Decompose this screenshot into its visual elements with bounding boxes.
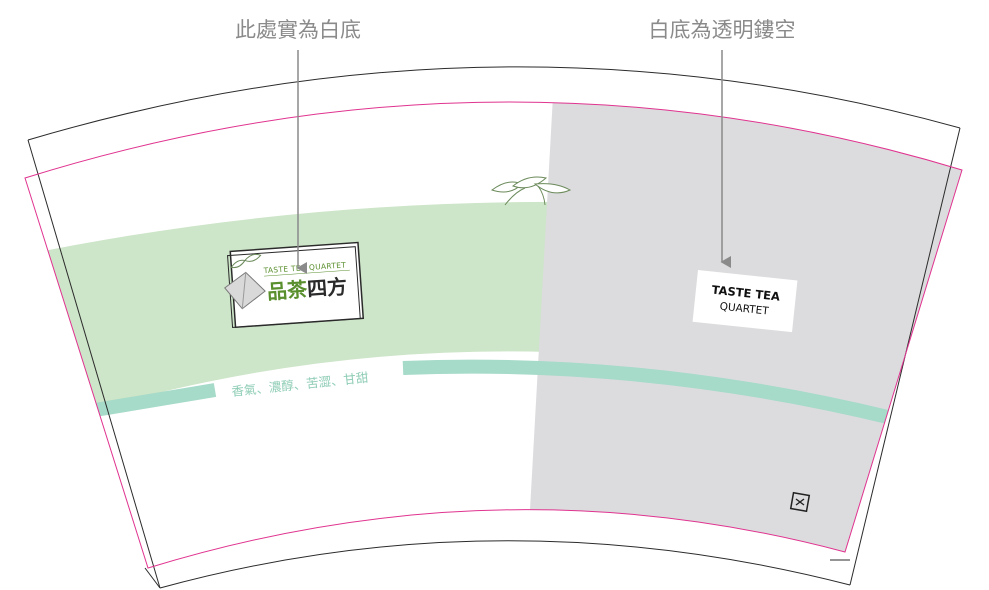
- logo-name: 品茶四方: [266, 274, 347, 304]
- white-label: TASTE TEA QUARTET: [692, 270, 798, 333]
- bleed-line: [24, 101, 963, 569]
- cup-outline-bottom: [159, 540, 851, 589]
- brand-logo: TASTE TEA QUARTET 品茶四方: [224, 241, 365, 329]
- logo-name-part1: 品: [266, 279, 288, 304]
- logo-name-part2: 茶: [286, 277, 309, 302]
- recycle-symbol-icon: [789, 491, 811, 513]
- cup-outline-left: [27, 139, 161, 589]
- teal-stripe-right: [402, 359, 902, 427]
- teal-stripe-left: [93, 383, 217, 417]
- callout-left-text: 此處實為白底: [235, 18, 361, 42]
- logo-name-part3: 四方: [306, 274, 348, 301]
- cup-outline-top: [27, 66, 961, 141]
- tea-leaves-icon: [490, 176, 572, 206]
- tagline: 香氣、濃醇、苦澀、甘甜: [231, 370, 369, 399]
- seam-line-left: [144, 567, 161, 589]
- tea-bag-icon: [224, 253, 266, 310]
- callout-right-text: 白底為透明鏤空: [649, 18, 796, 42]
- label-line2: QUARTET: [719, 301, 770, 318]
